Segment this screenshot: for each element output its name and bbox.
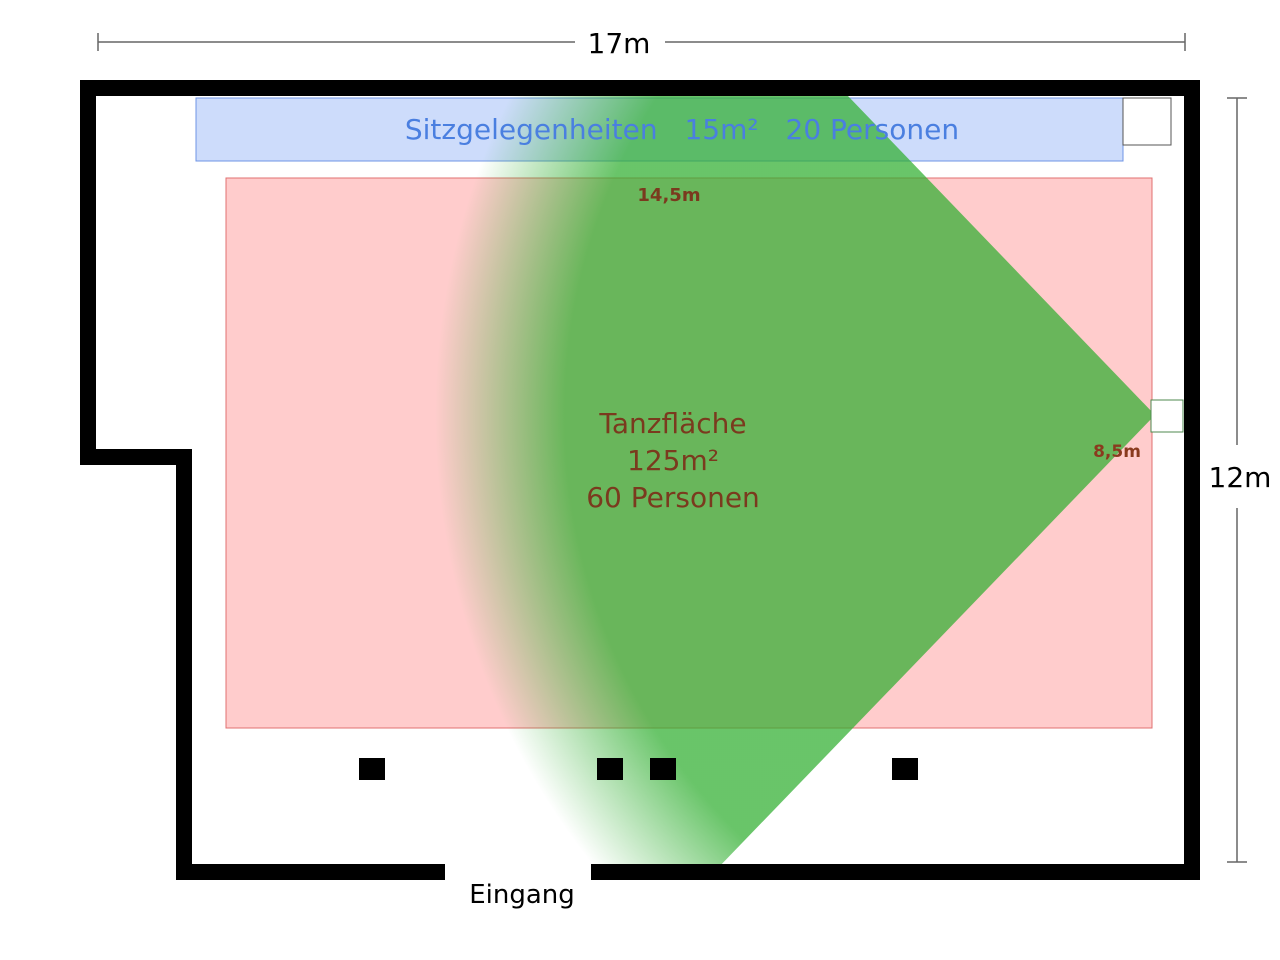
width-dimension: 17m (97, 27, 1186, 60)
walls (80, 80, 1200, 880)
dancefloor-title: Tanzfläche (598, 407, 746, 440)
seating-title: Sitzgelegenheiten (405, 113, 658, 146)
dancefloor-depth-label: 8,5m (1093, 442, 1141, 462)
width-label: 17m (588, 27, 651, 60)
light-beam (140, 96, 1155, 870)
pillar (597, 758, 623, 780)
pillar (359, 758, 385, 780)
pillars (359, 758, 918, 780)
light-source-box (1150, 399, 1184, 433)
dancefloor-width-label: 14,5m (637, 185, 700, 206)
seating-area-value: 15m² (684, 113, 758, 146)
seating-end-box (1122, 97, 1172, 146)
dancefloor-persons: 60 Personen (586, 481, 760, 514)
height-dimension: 12m (1209, 97, 1272, 863)
seating-persons: 20 Personen (786, 113, 960, 146)
entrance-label: Eingang (469, 880, 575, 910)
height-label: 12m (1209, 461, 1272, 494)
pillar (650, 758, 676, 780)
dancefloor-area-value: 125m² (627, 444, 719, 477)
pillar (892, 758, 918, 780)
seating-label: Sitzgelegenheiten 15m² 20 Personen (405, 113, 959, 146)
